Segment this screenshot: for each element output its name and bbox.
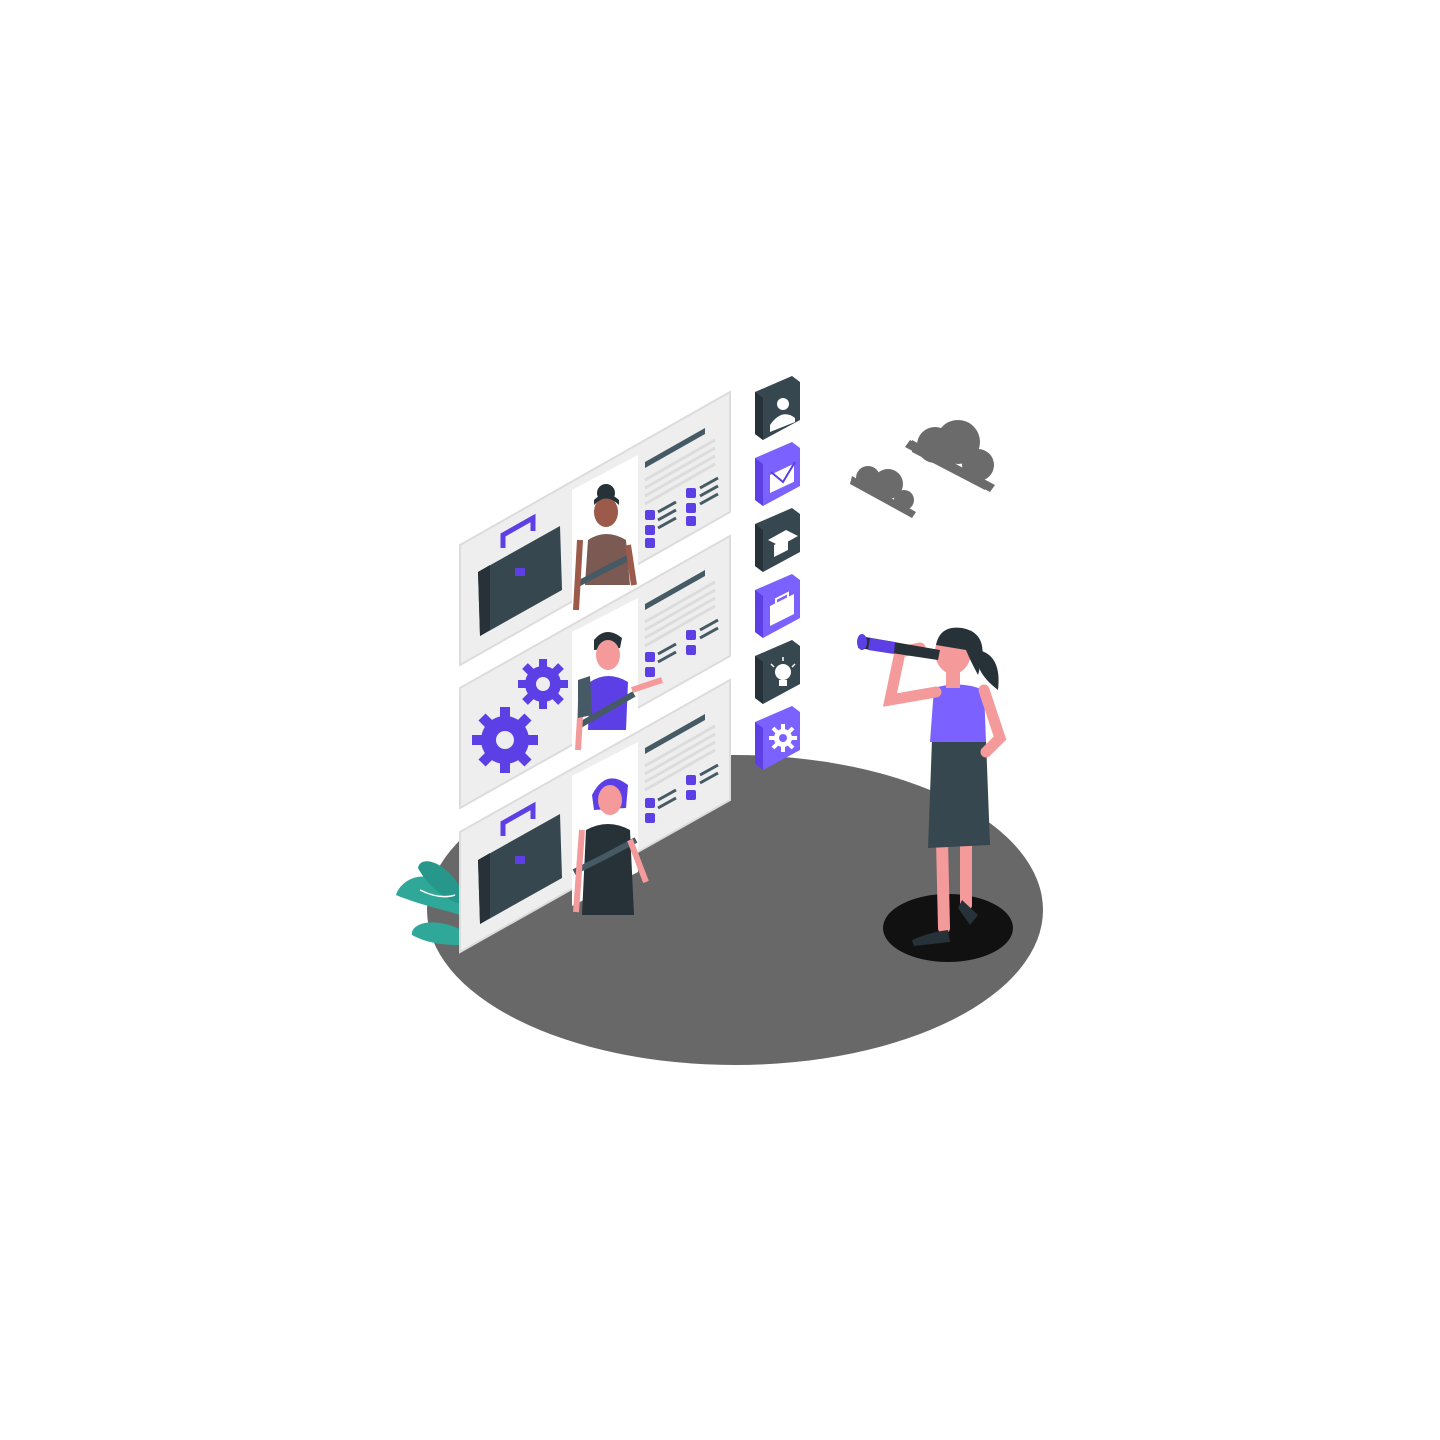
cloud-large — [905, 420, 995, 492]
text-lines — [644, 714, 719, 823]
text-lines — [644, 570, 719, 677]
icon-column — [755, 376, 800, 770]
graduation-cap-icon — [755, 508, 800, 572]
resume-card-2 — [459, 534, 731, 810]
lightbulb-icon — [755, 640, 800, 704]
resume-card-3 — [459, 678, 731, 954]
candidate-woman-dark-hair — [573, 484, 637, 611]
gears-icon — [472, 659, 568, 773]
briefcase-icon — [478, 513, 562, 636]
user-icon — [755, 376, 800, 440]
recruiter-woman — [857, 627, 1013, 962]
candidate-woman-purple-hair — [572, 778, 649, 915]
briefcase-icon — [755, 574, 800, 638]
gear-icon — [755, 706, 800, 770]
candidate-man — [575, 631, 663, 751]
resume-card-1 — [459, 390, 731, 667]
cloud-small — [850, 466, 916, 518]
briefcase-icon — [478, 801, 562, 924]
text-lines — [644, 428, 719, 548]
plant — [396, 861, 462, 945]
envelope-icon — [755, 442, 800, 506]
